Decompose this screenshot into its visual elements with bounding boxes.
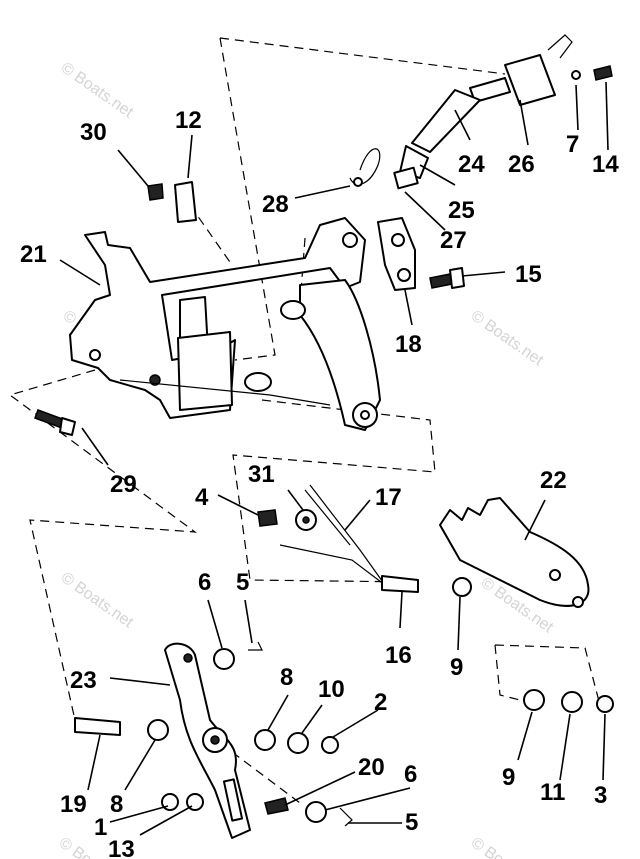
bushing-icon (452, 577, 472, 597)
watermark-7: © Boats.net (468, 834, 547, 859)
spring-icon (304, 489, 351, 546)
callout-1: 1 (94, 814, 107, 841)
watermark-1: © Boats.net (58, 59, 137, 121)
callout-27: 27 (440, 227, 467, 254)
callout-23: 23 (70, 667, 97, 694)
nut-icon (321, 736, 339, 754)
fasteners-top (34, 181, 465, 436)
stud-icon (74, 717, 121, 736)
callout-8a: 8 (280, 664, 293, 691)
switch-icon (504, 54, 556, 106)
screw-icon (257, 509, 278, 527)
nut-icon (147, 719, 169, 741)
callout-30: 30 (80, 119, 107, 146)
screw-icon (429, 273, 453, 289)
safety-switch-assembly (349, 34, 613, 190)
callout-14: 14 (592, 151, 619, 178)
callout-10: 10 (318, 676, 345, 703)
assembly-lines (8, 37, 601, 804)
callout-21: 21 (20, 241, 47, 268)
bracket-18 (377, 217, 416, 291)
callout-6b: 6 (404, 761, 417, 788)
callout-2: 2 (374, 689, 387, 716)
callout-25: 25 (448, 197, 475, 224)
callout-13: 13 (108, 836, 135, 859)
callout-31: 31 (248, 461, 275, 488)
callout-20: 20 (358, 754, 385, 781)
callout-9b: 9 (502, 764, 515, 791)
washer-icon (571, 70, 581, 80)
cotter-pin-icon (339, 807, 353, 827)
cable-icon (411, 89, 481, 153)
washer-icon (287, 732, 309, 754)
clamp-icon (174, 181, 197, 223)
cotter-pin-icon (248, 641, 263, 651)
stud-icon (264, 797, 289, 815)
callout-9a: 9 (450, 654, 463, 681)
callout-15: 15 (515, 261, 542, 288)
stud-icon (381, 575, 419, 593)
callout-6a: 6 (198, 569, 211, 596)
callout-22: 22 (540, 467, 567, 494)
callout-16: 16 (385, 642, 412, 669)
throttle-lever-22 (257, 484, 590, 608)
callout-7: 7 (566, 131, 579, 158)
cable-end-icon (393, 166, 419, 190)
washer-icon (213, 648, 235, 670)
screw-icon (147, 183, 164, 201)
watermark-4: © Boats.net (58, 569, 137, 631)
callout-17: 17 (375, 484, 402, 511)
callout-4: 4 (195, 484, 209, 511)
leader-lines (59, 81, 609, 836)
watermark-3: © Boats.net (468, 307, 547, 369)
bushing-icon (523, 689, 545, 711)
callout-19: 19 (60, 791, 87, 818)
bushing-icon (254, 729, 276, 751)
callout-11: 11 (540, 779, 565, 806)
callout-5b: 5 (405, 809, 418, 836)
callout-26: 26 (508, 151, 535, 178)
callout-24: 24 (458, 151, 485, 178)
callout-numbers: 30 12 21 28 24 26 7 14 25 27 15 18 29 4 … (20, 107, 619, 859)
callout-12: 12 (175, 107, 202, 134)
callout-28: 28 (262, 191, 289, 218)
callout-5a: 5 (236, 569, 249, 596)
washer-icon (561, 691, 583, 713)
screw-icon (593, 65, 613, 81)
callout-3: 3 (594, 782, 607, 809)
callout-18: 18 (395, 331, 422, 358)
bracket-21 (69, 217, 381, 431)
nut-icon (596, 695, 614, 713)
callout-8b: 8 (110, 791, 123, 818)
washer-icon (305, 801, 327, 823)
callout-29: 29 (110, 471, 137, 498)
